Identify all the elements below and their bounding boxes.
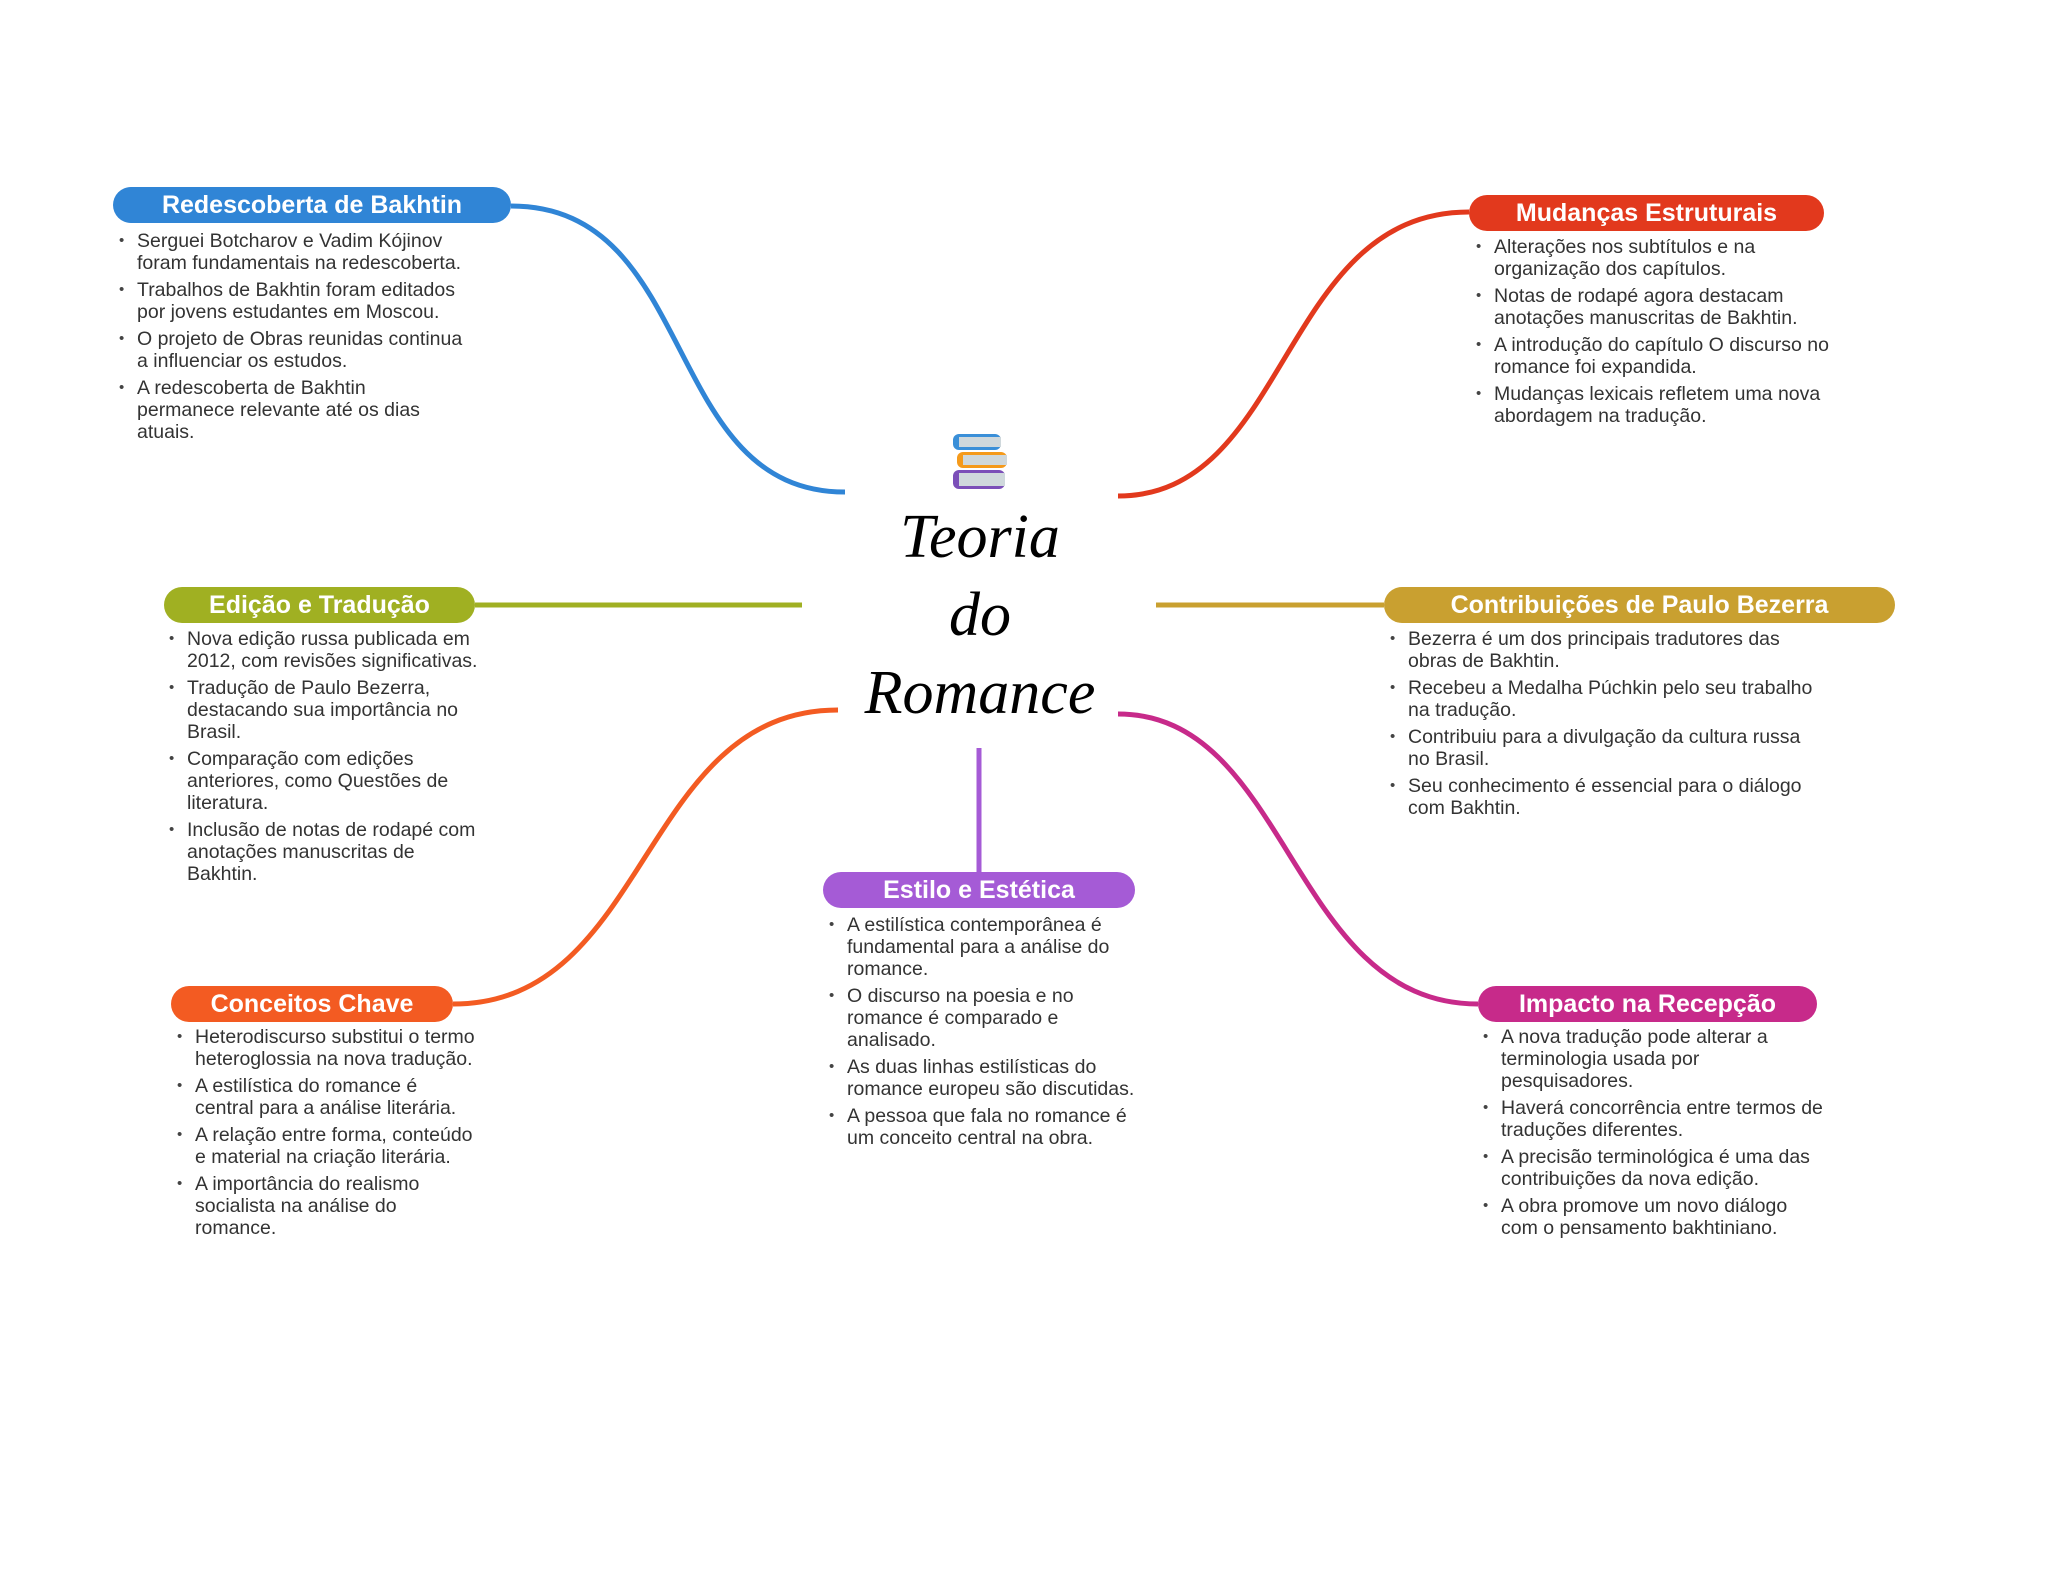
list-item: Bezerra é um dos principais tradutores d… [1390,628,1820,672]
topic-items-estilo: A estilística contemporânea é fundamenta… [829,914,1139,1154]
link-conceitos [452,707,839,1007]
central-title-line-1: Teoria [900,503,1060,571]
list-item: Haverá concorrência entre termos de trad… [1483,1097,1823,1141]
list-item: A pessoa que fala no romance é um concei… [829,1105,1139,1149]
list-item: As duas linhas estilísticas do romance e… [829,1056,1139,1100]
list-item: Inclusão de notas de rodapé com anotaçõe… [169,819,489,885]
central-title-line-2: do [949,581,1011,649]
list-item: A obra promove um novo diálogo com o pen… [1483,1195,1823,1239]
list-item: Serguei Botcharov e Vadim Kójinov foram … [119,230,464,274]
topic-items-conceitos: Heterodiscurso substitui o termo heterog… [177,1026,477,1244]
list-item: Seu conhecimento é essencial para o diál… [1390,775,1820,819]
topic-title-estilo[interactable]: Estilo e Estética [823,872,1135,908]
topic-title-edicao[interactable]: Edição e Tradução [164,587,475,623]
topic-title-mudancas[interactable]: Mudanças Estruturais [1469,195,1824,231]
topic-title-contribuicoes[interactable]: Contribuições de Paulo Bezerra [1384,587,1895,623]
list-item: Comparação com edições anteriores, como … [169,748,489,814]
link-impacto [1117,711,1479,1007]
list-item: A redescoberta de Bakhtin permanece rele… [119,377,464,443]
books-icon [953,434,1007,489]
list-item: A introdução do capítulo O discurso no r… [1476,334,1856,378]
topic-title-conceitos[interactable]: Conceitos Chave [171,986,453,1022]
list-item: Heterodiscurso substitui o termo heterog… [177,1026,477,1070]
list-item: A relação entre forma, conteúdo e materi… [177,1124,477,1168]
list-item: Mudanças lexicais refletem uma nova abor… [1476,383,1856,427]
topic-title-redescoberta[interactable]: Redescoberta de Bakhtin [113,187,511,223]
link-redescoberta [510,203,846,495]
list-item: A estilística do romance é central para … [177,1075,477,1119]
central-title-line-3: Romance [864,659,1096,727]
list-item: Notas de rodapé agora destacam anotações… [1476,285,1856,329]
list-item: Nova edição russa publicada em 2012, com… [169,628,489,672]
topic-items-redescoberta: Serguei Botcharov e Vadim Kójinov foram … [119,230,464,448]
list-item: Trabalhos de Bakhtin foram editados por … [119,279,464,323]
link-mudancas [1117,209,1470,499]
list-item: A nova tradução pode alterar a terminolo… [1483,1026,1823,1092]
topic-items-edicao: Nova edição russa publicada em 2012, com… [169,628,489,890]
list-item: A estilística contemporânea é fundamenta… [829,914,1139,980]
topic-title-impacto[interactable]: Impacto na Recepção [1478,986,1817,1022]
topic-items-contribuicoes: Bezerra é um dos principais tradutores d… [1390,628,1820,824]
central-topic[interactable]: Teoria do Romance [850,430,1110,732]
list-item: A precisão terminológica é uma das contr… [1483,1146,1823,1190]
list-item: O projeto de Obras reunidas continua a i… [119,328,464,372]
topic-items-impacto: A nova tradução pode alterar a terminolo… [1483,1026,1823,1244]
list-item: O discurso na poesia e no romance é comp… [829,985,1139,1051]
list-item: Alterações nos subtítulos e na organizaç… [1476,236,1856,280]
list-item: Tradução de Paulo Bezerra, destacando su… [169,677,489,743]
topic-items-mudancas: Alterações nos subtítulos e na organizaç… [1476,236,1856,432]
list-item: Recebeu a Medalha Púchkin pelo seu traba… [1390,677,1820,721]
list-item: A importância do realismo socialista na … [177,1173,477,1239]
list-item: Contribuiu para a divulgação da cultura … [1390,726,1820,770]
